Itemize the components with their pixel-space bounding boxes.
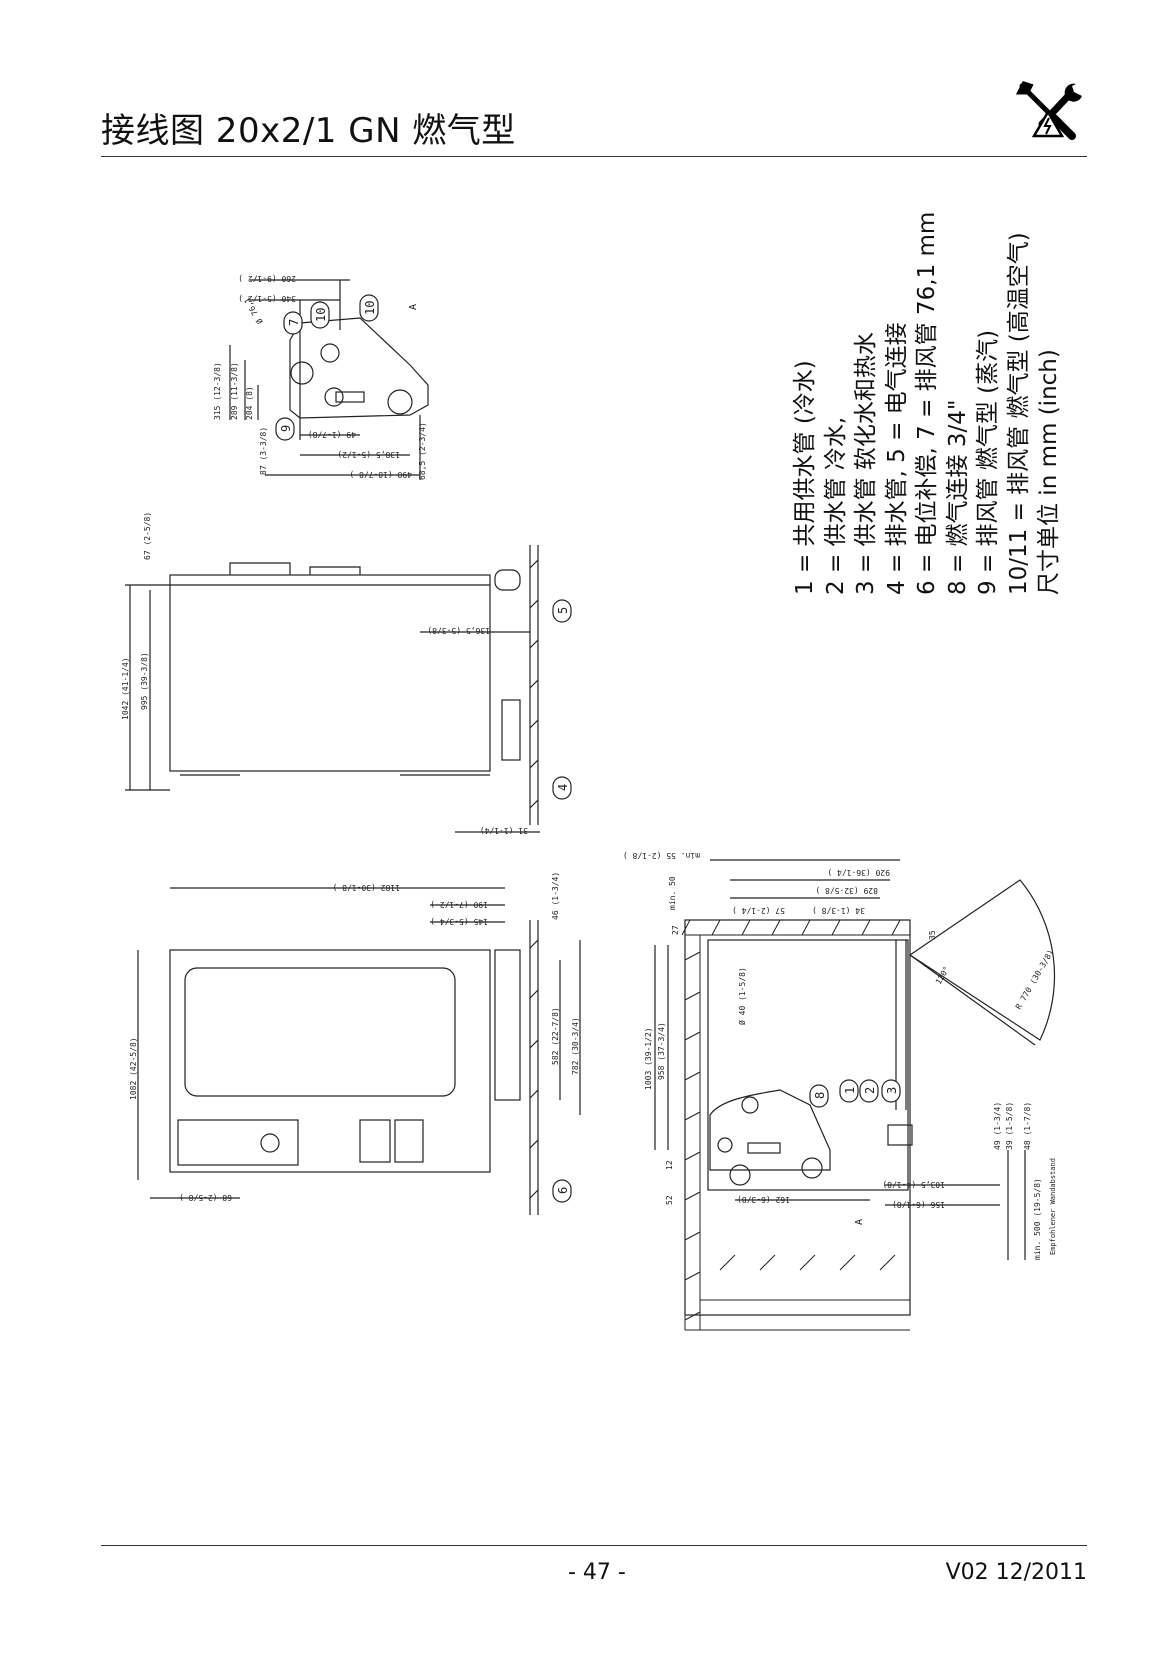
legend-item: 8 = 燃气连接 3/4" <box>944 399 971 595</box>
callout-10: 10 <box>359 294 379 322</box>
dim-label: 289 (11-3/8) <box>230 362 239 420</box>
callout-label: 10 <box>363 301 377 315</box>
page-number: - 47 - <box>568 1560 626 1585</box>
callout-label: 1 <box>843 1087 857 1094</box>
dim-label: 582 (22-7/8) <box>551 1007 560 1065</box>
dim-label: 52 <box>665 1195 674 1205</box>
callout-8: 8 <box>809 1084 829 1108</box>
dim-label: 829 (32-5/8 ) <box>815 886 878 895</box>
callout-10b: 10 <box>310 301 330 329</box>
dim-label: 995 (39-3/8) <box>140 652 149 710</box>
callout-9: 9 <box>275 417 295 441</box>
callout-label: 8 <box>813 1092 827 1099</box>
legend-item: 1 = 共用供水管 (冷水) <box>792 360 818 595</box>
callout-label: 3 <box>885 1087 899 1094</box>
dim-label: 34 (1-3/8 ) <box>812 906 865 915</box>
dim-label: 39 (1-5/8) <box>1005 1102 1014 1150</box>
dim-label: 260 (9-1/2 ) <box>238 274 296 283</box>
dim-label: 31 (1-1/4) <box>480 826 528 835</box>
callout-label: 4 <box>556 784 570 791</box>
front-view-dims: 1182 (30-1/8 ) 190 (7-1/2 ) 145 (5-3/4 )… <box>129 872 580 1202</box>
dim-label: 782 (30-3/4) <box>571 1017 580 1075</box>
callout-2: 2 <box>859 1079 879 1103</box>
dim-label: 27 <box>671 925 680 935</box>
dim-label: 103,5 (4-1/8) <box>882 1180 945 1189</box>
dim-label: 1182 (30-1/8 ) <box>333 883 400 892</box>
top-detail-dims: 260 (9-1/2 ) 340 (5-1/2 ) Ø 76,1 315 (12… <box>213 274 427 480</box>
dim-label: R 770 (30-3/8) <box>1014 948 1056 1011</box>
callout-label: 9 <box>279 425 293 432</box>
dim-label: 162 (6-3/8) <box>737 1195 790 1204</box>
legend: 1 = 共用供水管 (冷水) 2 = 供水管 冷水, 3 = 供水管 软化水和热… <box>790 205 1062 595</box>
callout-7: 7 <box>283 311 303 335</box>
top-detail-view <box>229 279 429 480</box>
dim-label: 490 (18-7/8 ) <box>349 470 412 479</box>
dim-label: 87 (3-3/8) <box>259 427 268 475</box>
dim-label: 958 (37-3/4) <box>657 1022 666 1080</box>
legend-item: 2 = 供水管 冷水, <box>822 416 849 595</box>
callout-4: 4 <box>552 776 572 800</box>
dim-label: 12 <box>665 1160 674 1170</box>
dim-label: 1042 (41-1/4) <box>121 657 130 720</box>
dim-label: 190 (7-1/2 ) <box>430 900 488 909</box>
dim-label: Empfohlener Wandabstand <box>1049 1158 1057 1255</box>
front-view <box>137 887 581 1215</box>
dim-label: 49 (1-7/8) <box>308 430 356 439</box>
dim-label: 315 (12-3/8) <box>213 362 222 420</box>
dim-label: 145 (5-3/4 ) <box>430 917 488 926</box>
callout-label: 2 <box>863 1087 877 1094</box>
callout-label: 5 <box>556 607 570 614</box>
legend-list: 1 = 共用供水管 (冷水) 2 = 供水管 冷水, 3 = 供水管 软化水和热… <box>790 205 1062 595</box>
callout-6: 6 <box>552 1179 572 1203</box>
plan-view-hatch <box>681 919 910 1331</box>
header-divider <box>101 156 1087 157</box>
dim-label: 156 (6-1/8) <box>892 1200 945 1209</box>
callout-3: 3 <box>881 1079 901 1103</box>
callout-5: 5 <box>552 599 572 623</box>
dim-label: min. 500 (19-5/8) <box>1033 1178 1042 1260</box>
legend-item: 6 = 电位补偿, 7 = 排风管 76,1 mm <box>914 211 940 595</box>
page-title: 接线图 20x2/1 GN 燃气型 <box>101 111 516 151</box>
side-view-dims: 67 (2-5/8) 1042 (41-1/4) 995 (39-3/8) 13… <box>121 512 528 835</box>
callout-label: 6 <box>556 1187 570 1194</box>
dim-label: 46 (1-3/4) <box>551 872 560 920</box>
callout-1: 1 <box>839 1079 859 1103</box>
side-view <box>125 545 540 833</box>
callout-label: 10 <box>314 308 328 322</box>
legend-item: 4 = 排水管, 5 = 电气连接 <box>883 322 910 595</box>
dim-label: 48 (1-7/8) <box>1023 1102 1032 1150</box>
dim-label: 136,5 (5-3/8) <box>427 626 490 635</box>
callout-label: 7 <box>287 319 301 326</box>
dim-label: 68,5 (2-3/4) <box>418 422 427 480</box>
dim-label: 340 (5-1/2 ) <box>238 294 296 303</box>
dim-label: 49 (1-3/4) <box>993 1102 1002 1150</box>
legend-item: 9 = 排风管 燃气型 (蒸汽) <box>975 329 1001 595</box>
dim-label: 138,5 (5-1/2) <box>337 450 400 459</box>
dim-label: 67 (2-5/8) <box>143 512 152 560</box>
footer-divider <box>101 1545 1087 1546</box>
legend-item: 10/11 = 排风管 燃气型 (高温空气) <box>1005 232 1032 595</box>
marker-a: A <box>854 1219 865 1225</box>
legend-item: 3 = 供水管 软化水和热水 <box>853 332 879 595</box>
dim-label: 920 (36-1/4 ) <box>827 868 890 877</box>
tools-electric-warning-icon <box>1015 80 1082 140</box>
callouts: 10 10 7 9 5 4 6 8 <box>275 294 901 1203</box>
dim-label: 68 (2-5/8 ) <box>179 1193 232 1202</box>
dim-label: 204 (8) <box>245 386 254 420</box>
marker-a: A <box>408 304 419 310</box>
dim-label: min. 50 <box>668 876 677 910</box>
dim-label: min. 55 (2-1/8 ) <box>623 851 700 860</box>
version-label: V02 12/2011 <box>945 1560 1087 1585</box>
dim-label: 57 (2-1/4 ) <box>732 906 785 915</box>
dim-label: 1082 (42-5/8) <box>129 1037 138 1100</box>
dim-label: 35 <box>928 930 937 940</box>
dim-label: 1003 (39-1/2) <box>644 1027 653 1090</box>
dim-label: Ø 40 (1-5/8) <box>737 967 747 1025</box>
legend-item: 尺寸单位 in mm (inch) <box>1036 349 1062 595</box>
